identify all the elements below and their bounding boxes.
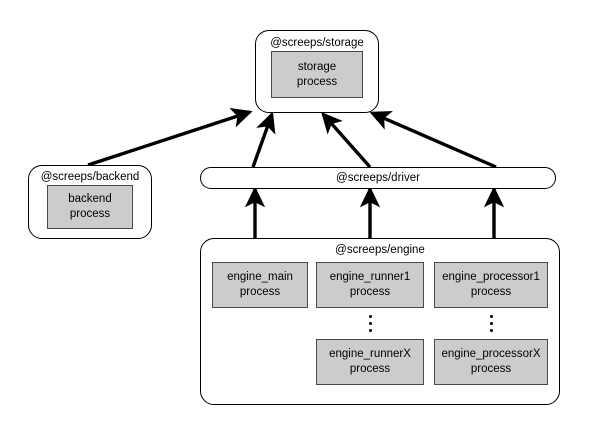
- ellipsis-runner: [365, 315, 375, 332]
- process-engine-processor1[interactable]: engine_processor1 process: [434, 262, 548, 308]
- ellipsis-dot: [368, 329, 372, 332]
- process-engine-runnerX-line1: engine_runnerX: [329, 348, 411, 360]
- ellipsis-dot: [368, 322, 372, 325]
- process-engine-processor1-line1: engine_processor1: [442, 271, 540, 283]
- process-engine-runner1-line1: engine_runner1: [329, 271, 411, 283]
- process-engine-runner1-line2: process: [349, 286, 391, 298]
- process-engine-processorX[interactable]: engine_processorX process: [434, 339, 548, 385]
- edge-driver-to-storage-2: [321, 111, 372, 169]
- process-backend-line1: backend: [68, 193, 112, 205]
- ellipsis-processor: [486, 315, 496, 332]
- edge-driver-to-storage-3: [369, 110, 497, 169]
- process-engine-main-line2: process: [239, 286, 281, 298]
- package-storage-title: @screeps/storage: [270, 37, 364, 49]
- process-storage[interactable]: storage process: [271, 51, 363, 98]
- package-engine-title: @screeps/engine: [335, 244, 425, 256]
- ellipsis-dot: [489, 329, 493, 332]
- edge-driver-to-storage-1: [251, 111, 276, 168]
- ellipsis-dot: [489, 322, 493, 325]
- process-engine-main-line1: engine_main: [227, 271, 293, 283]
- package-driver[interactable]: @screeps/driver: [200, 167, 556, 189]
- process-engine-processorX-line1: engine_processorX: [441, 348, 541, 360]
- package-driver-label: @screeps/driver: [336, 172, 420, 184]
- process-engine-runnerX-line2: process: [349, 363, 391, 375]
- ellipsis-dot: [489, 315, 493, 318]
- package-backend-title: @screeps/backend: [40, 171, 140, 183]
- process-engine-runnerX[interactable]: engine_runnerX process: [316, 339, 424, 385]
- process-storage-line2: process: [296, 75, 338, 88]
- process-storage-line1: storage: [297, 60, 337, 73]
- process-backend-line2: process: [69, 208, 111, 220]
- edge-backend-to-storage: [87, 108, 253, 167]
- process-engine-processorX-line2: process: [470, 363, 512, 375]
- process-backend[interactable]: backend process: [47, 185, 133, 229]
- ellipsis-dot: [368, 315, 372, 318]
- process-engine-processor1-line2: process: [470, 286, 512, 298]
- process-engine-runner1[interactable]: engine_runner1 process: [316, 262, 424, 308]
- process-engine-main[interactable]: engine_main process: [212, 262, 308, 308]
